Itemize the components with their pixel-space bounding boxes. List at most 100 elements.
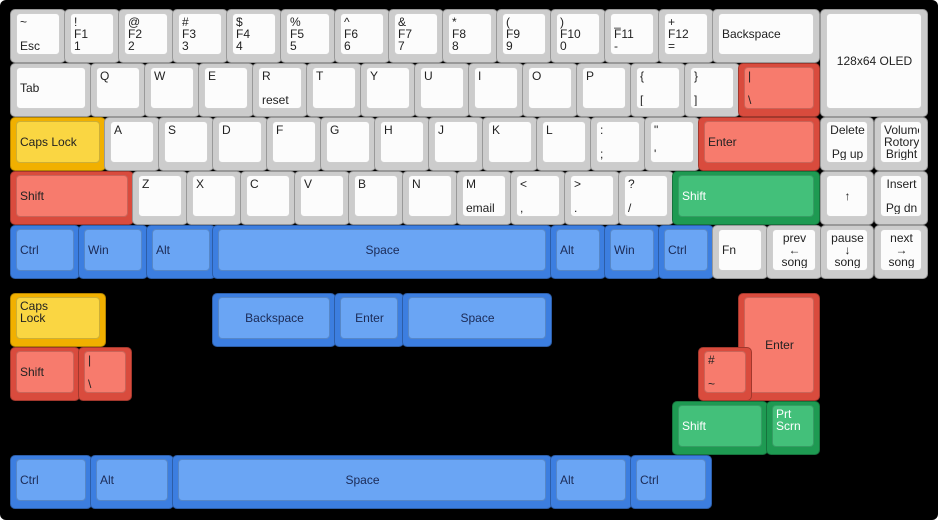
keycap-top: )F10 0: [556, 13, 600, 55]
keycap-legends: Ctrl: [20, 462, 83, 498]
key-i: I: [468, 63, 524, 117]
key-legend: ↑: [844, 189, 851, 203]
key-legend: ]: [694, 93, 698, 106]
key-legend: \: [88, 377, 92, 390]
keycap-legends: <,: [520, 178, 557, 214]
key-space: Space: [212, 225, 552, 279]
key-minus: _F11 -: [604, 9, 660, 63]
key-tab: Tab: [10, 63, 92, 117]
key-legend: T: [316, 70, 324, 83]
keycap-legends: J: [438, 124, 475, 160]
key-legend: Insert: [886, 178, 917, 191]
key-legend: U: [424, 70, 433, 83]
key-legend: \: [748, 93, 752, 106]
keycap-legends: Enter: [708, 124, 811, 160]
key-equals: +F12 =: [658, 9, 714, 63]
key-legend: Shift: [682, 189, 707, 203]
key-8: *F8 8: [442, 9, 498, 63]
keycap-legends: Win: [614, 232, 651, 268]
keycap-top: Fn: [718, 229, 762, 271]
keycap-legends: #~: [708, 354, 743, 390]
keycap-top: Shift: [678, 405, 762, 447]
keycap-legends: pause ↓song: [830, 232, 865, 268]
keycap-legends: ?/: [628, 178, 665, 214]
keycap-legends: L: [546, 124, 583, 160]
key-legend: Ctrl: [20, 473, 39, 487]
key-u: U: [414, 63, 470, 117]
keycap-top: "': [650, 121, 694, 163]
keycap-top: Alt: [152, 229, 210, 271]
keycap-top: #~: [704, 351, 746, 393]
key-legend: Alt: [100, 473, 115, 487]
keycap-top: A: [110, 121, 154, 163]
key-alt-ctrl: Ctrl: [10, 455, 92, 509]
key-legend: Esc: [20, 39, 41, 52]
keycap-legends: Space: [412, 300, 543, 336]
key-alt-space: Space: [172, 455, 552, 509]
key-legend: ~: [708, 377, 716, 390]
key-legend: {: [640, 70, 645, 83]
keycap-legends: Ctrl: [20, 232, 71, 268]
key-legend: ;: [600, 147, 604, 160]
key-quote: "': [644, 117, 700, 171]
key-alt-enter-small: Enter: [334, 293, 404, 347]
key-v: V: [294, 171, 350, 225]
keycap-top: >.: [570, 175, 614, 217]
keycap-legends: Alt: [100, 462, 165, 498]
keycap-top: Shift: [678, 175, 814, 217]
key-legend: Alt: [156, 243, 171, 257]
key-legend: Z: [142, 178, 150, 191]
key-alt-space-small: Space: [402, 293, 552, 347]
key-alt-iso-backslash: |\: [78, 347, 132, 401]
keycap-legends: W: [154, 70, 191, 106]
keycap-top: +F12 =: [664, 13, 708, 55]
key-legend: Alt: [560, 473, 575, 487]
key-y: Y: [360, 63, 416, 117]
keycap-legends: Win: [88, 232, 139, 268]
key-j: J: [428, 117, 484, 171]
key-legend: R: [262, 70, 271, 83]
keycap-top: Caps Lock: [16, 297, 100, 339]
keycap-top: ~Esc: [16, 13, 60, 55]
key-oled: 128x64 OLED: [820, 9, 928, 117]
keycap-legends: V: [304, 178, 341, 214]
keycap-legends: X: [196, 178, 233, 214]
key-backslash: |\: [738, 63, 820, 117]
key-legend: F3 3: [182, 27, 197, 52]
key-lwin: Win: [78, 225, 148, 279]
keycap-legends: Enter: [748, 300, 811, 390]
key-legend: Backspace: [245, 311, 304, 325]
key-legend: song: [781, 255, 808, 268]
keycap-top: X: [192, 175, 236, 217]
key-legend: Caps Lock: [20, 135, 77, 149]
keycap-top: 128x64 OLED: [826, 13, 922, 109]
keycap-legends: N: [412, 178, 449, 214]
keycap-top: !F1 1: [70, 13, 114, 55]
keycap-top: ?/: [624, 175, 668, 217]
key-legend: Caps Lock: [20, 300, 49, 325]
keycap-legends: F: [276, 124, 313, 160]
key-legend: D: [222, 124, 231, 137]
keycap-top: Alt: [556, 229, 600, 271]
keycap-top: Ctrl: [16, 459, 86, 501]
key-p: P: [576, 63, 632, 117]
keycap-legends: |\: [748, 70, 811, 106]
keycap-top: |\: [744, 67, 814, 109]
keycap-legends: ↑: [830, 178, 865, 214]
key-legend: B: [358, 178, 367, 191]
key-legend: ': [654, 147, 657, 160]
key-legend: reset: [262, 93, 289, 106]
key-legend: Prt Scrn: [776, 408, 801, 433]
key-legend: @: [128, 16, 141, 29]
keycap-top: Ctrl: [636, 459, 706, 501]
key-enter: Enter: [698, 117, 820, 171]
keycap-top: Win: [610, 229, 654, 271]
key-legend: Space: [345, 473, 380, 487]
keycap-top: &F7 7: [394, 13, 438, 55]
keycap-legends: $F4 4: [236, 16, 273, 52]
keycap-top: I: [474, 67, 518, 109]
keycap-top: Ctrl: [16, 229, 74, 271]
